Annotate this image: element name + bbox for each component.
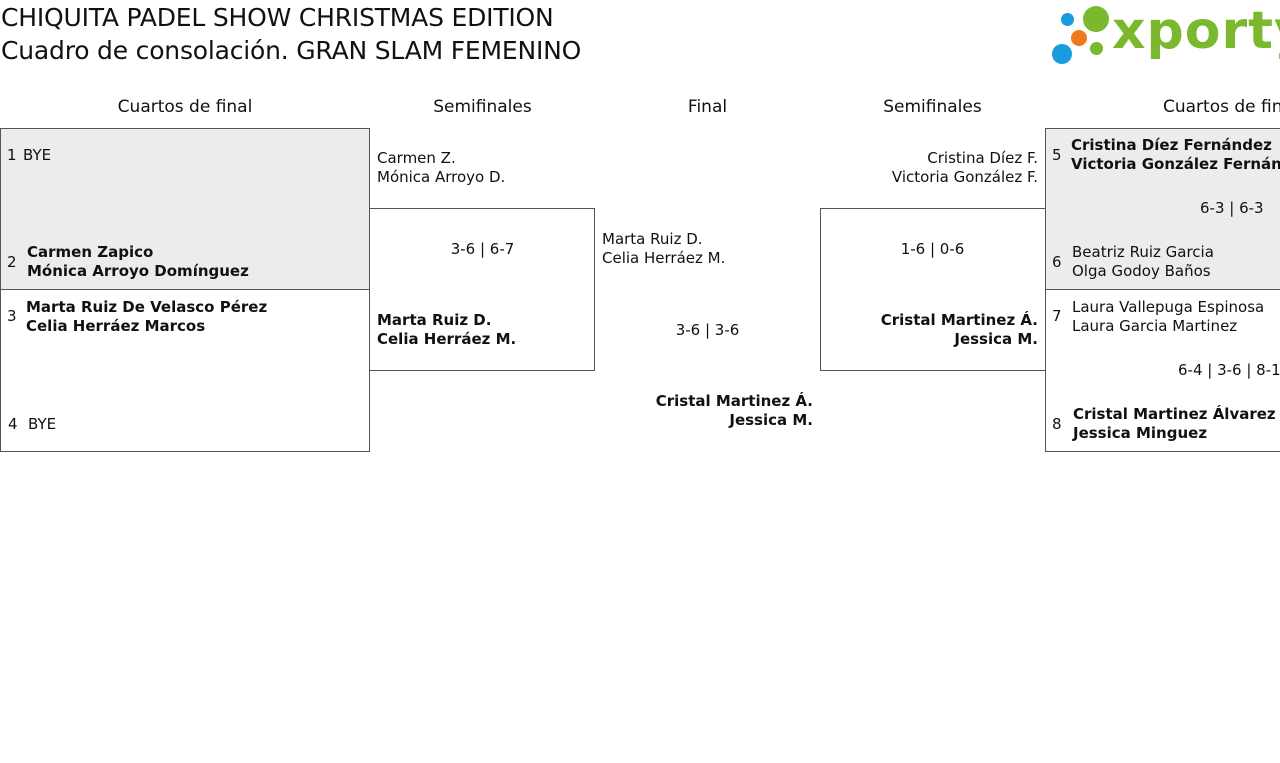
round-header-sf-right: Semifinales	[883, 97, 982, 117]
logo-wordmark: xporty	[1112, 1, 1280, 61]
sf-right-team-bottom: Cristal Martinez Á. Jessica M.	[826, 311, 1038, 349]
round-header-sf-left: Semifinales	[433, 97, 532, 117]
team-4-player-1: BYE	[28, 415, 57, 433]
final-winner-player-2: Jessica M.	[729, 411, 813, 429]
team-3: Marta Ruiz De Velasco Pérez Celia Herráe…	[26, 298, 267, 336]
sf-right-bottom-player-1: Cristal Martinez Á.	[880, 311, 1038, 329]
sf-right-score: 1-6 | 0-6	[900, 240, 965, 258]
seed-4: 4	[8, 415, 18, 433]
logo-dot-green	[1083, 6, 1109, 32]
sf-right-team-top: Cristina Díez F. Victoria González F.	[826, 149, 1038, 187]
team-6-player-1: Beatriz Ruiz Garcia	[1072, 243, 1214, 261]
seed-7: 7	[1052, 307, 1062, 325]
team-7: Laura Vallepuga Espinosa Laura Garcia Ma…	[1072, 298, 1264, 336]
team-6-player-2: Olga Godoy Baños	[1072, 262, 1211, 280]
final-left-player-1: Marta Ruiz D.	[602, 230, 703, 248]
team-1-player-1: BYE	[23, 146, 52, 164]
team-3-player-2: Celia Herráez Marcos	[26, 317, 206, 335]
final-winner: Cristal Martinez Á. Jessica M.	[600, 392, 813, 430]
sf-left-score: 3-6 | 6-7	[450, 240, 515, 258]
team-1: BYE	[23, 146, 51, 165]
team-8-player-2: Jessica Minguez	[1073, 424, 1208, 442]
team-5-player-1: Cristina Díez Fernández	[1071, 136, 1272, 154]
sf-left-team-top: Carmen Z. Mónica Arroyo D.	[377, 149, 505, 187]
team-7-player-1: Laura Vallepuga Espinosa	[1072, 298, 1265, 316]
seed-1: 1	[7, 146, 17, 164]
sf-right-bottom-player-2: Jessica M.	[954, 330, 1038, 348]
logo-dot-blue-small	[1061, 13, 1074, 26]
sf-left-bottom-player-1: Marta Ruiz D.	[377, 311, 492, 329]
sf-left-bottom-player-2: Celia Herráez M.	[377, 330, 517, 348]
sf-left-top-player-1: Carmen Z.	[377, 149, 456, 167]
sf-left-team-bottom: Marta Ruiz D. Celia Herráez M.	[377, 311, 516, 349]
sf-left-top-player-2: Mónica Arroyo D.	[377, 168, 506, 186]
sf-left-match	[369, 208, 595, 371]
round-header-qf-right: Cuartos de fin	[1163, 97, 1280, 117]
seed-6: 6	[1052, 253, 1062, 271]
page-title: CHIQUITA PADEL SHOW CHRISTMAS EDITION	[1, 3, 554, 32]
sf-right-top-player-2: Victoria González F.	[891, 168, 1038, 186]
round-header-qf-left: Cuartos de final	[117, 97, 253, 117]
team-3-player-1: Marta Ruiz De Velasco Pérez	[26, 298, 268, 316]
qf-right-match-2	[1045, 289, 1280, 452]
seed-3: 3	[7, 307, 17, 325]
round-header-final: Final	[687, 97, 728, 117]
qf-left-match-1	[0, 128, 370, 290]
qf-right-score-a: 6-3 | 6-3	[1200, 199, 1264, 217]
team-5-player-2: Victoria González Fernández	[1071, 155, 1280, 173]
final-winner-player-1: Cristal Martinez Á.	[655, 392, 813, 410]
team-2: Carmen Zapico Mónica Arroyo Domínguez	[27, 243, 249, 281]
final-team-left: Marta Ruiz D. Celia Herráez M.	[602, 230, 725, 268]
logo-dot-green-small	[1090, 42, 1103, 55]
qf-right-match-1	[1045, 128, 1280, 290]
team-4: BYE	[28, 415, 56, 434]
logo-dot-orange	[1071, 30, 1087, 46]
team-2-player-1: Carmen Zapico	[27, 243, 154, 261]
final-score: 3-6 | 3-6	[675, 321, 740, 339]
qf-right-score-b: 6-4 | 3-6 | 8-10	[1178, 361, 1280, 379]
team-2-player-2: Mónica Arroyo Domínguez	[27, 262, 249, 280]
xporty-logo: xporty	[1050, 1, 1280, 68]
seed-2: 2	[7, 253, 17, 271]
team-8-player-1: Cristal Martinez Álvarez	[1073, 405, 1276, 423]
sf-right-top-player-1: Cristina Díez F.	[927, 149, 1038, 167]
final-left-player-2: Celia Herráez M.	[602, 249, 726, 267]
seed-8: 8	[1052, 415, 1062, 433]
team-8: Cristal Martinez Álvarez Jessica Minguez	[1073, 405, 1276, 443]
logo-dot-blue	[1052, 44, 1072, 64]
team-6: Beatriz Ruiz Garcia Olga Godoy Baños	[1072, 243, 1214, 281]
seed-5: 5	[1052, 146, 1062, 164]
page-subtitle: Cuadro de consolación. GRAN SLAM FEMENIN…	[1, 36, 582, 65]
team-5: Cristina Díez Fernández Victoria Gonzále…	[1071, 136, 1280, 174]
team-7-player-2: Laura Garcia Martinez	[1072, 317, 1238, 335]
